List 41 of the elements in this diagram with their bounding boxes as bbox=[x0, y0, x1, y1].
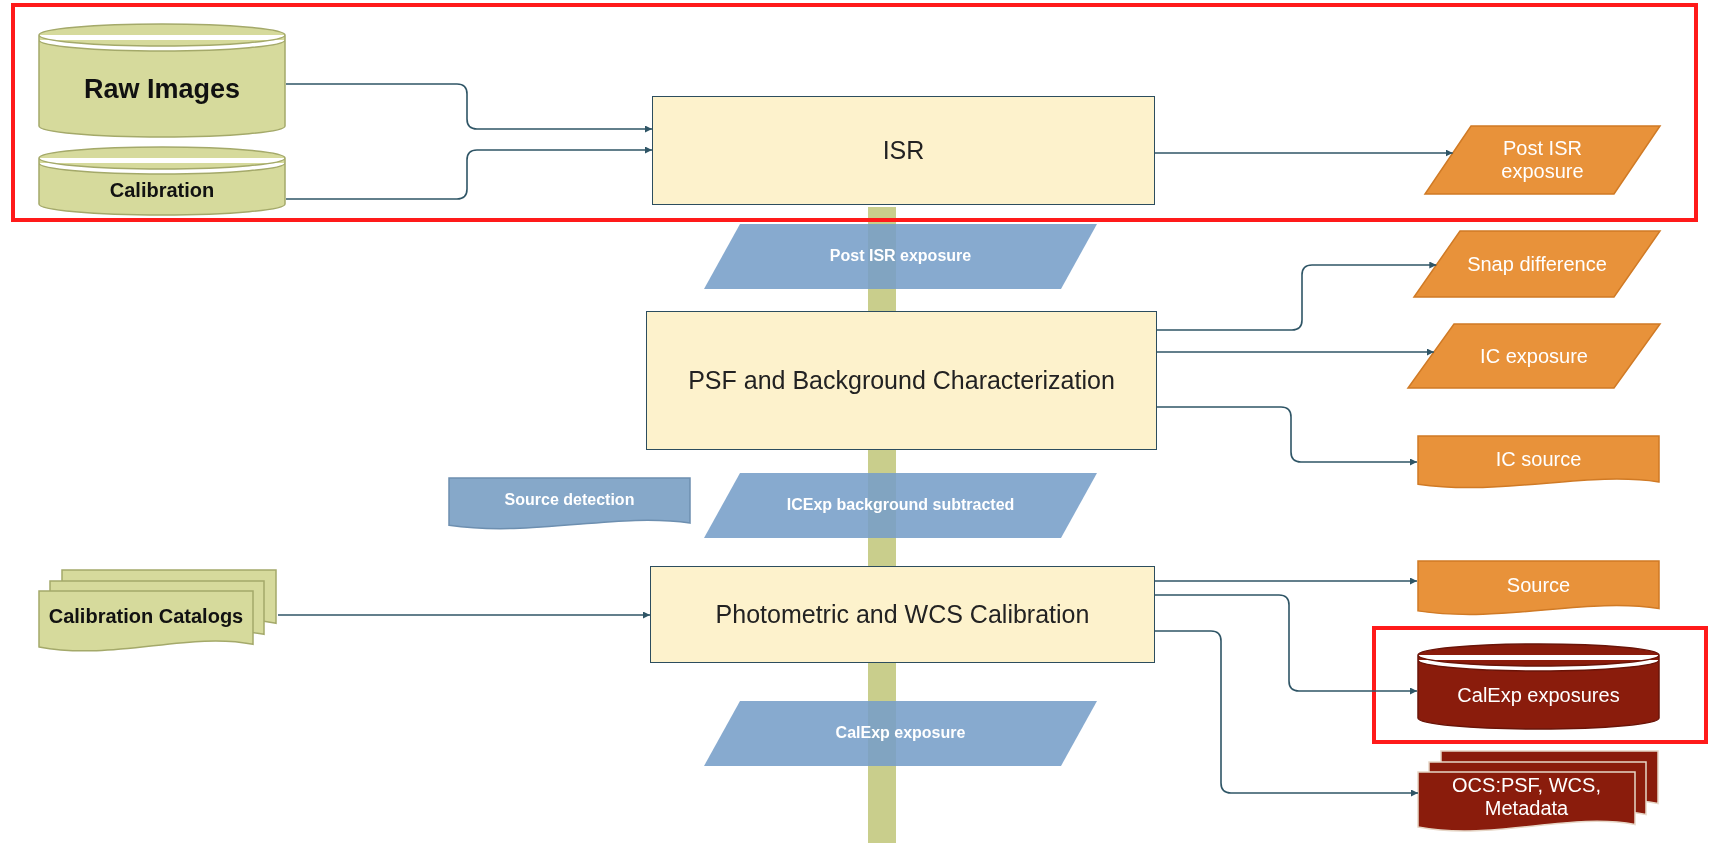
node-label: OCS:PSF, WCS, Metadata bbox=[1451, 774, 1602, 820]
process-box bbox=[646, 311, 1157, 450]
process-box bbox=[652, 96, 1155, 205]
arrow bbox=[1154, 577, 1418, 585]
node-label: CalExp exposures bbox=[1457, 684, 1620, 707]
data-parallelogram bbox=[1408, 324, 1660, 388]
data-parallelogram bbox=[1414, 231, 1660, 297]
data-parallelogram bbox=[704, 701, 1097, 766]
node-label: Post ISR exposure bbox=[829, 247, 972, 266]
arrow bbox=[1154, 149, 1454, 157]
node-label: ISR bbox=[882, 136, 925, 165]
node-label: CalExp exposure bbox=[835, 724, 966, 743]
node-label: Calibration bbox=[109, 178, 215, 202]
node-label: Post ISR exposure bbox=[1500, 137, 1585, 183]
node-label: PSF and Background Characterization bbox=[688, 366, 1115, 395]
arrow bbox=[1154, 630, 1419, 797]
highlight-frame bbox=[1372, 626, 1708, 744]
arrow bbox=[1156, 261, 1438, 331]
arrow bbox=[277, 611, 651, 619]
node-label: IC exposure bbox=[1480, 344, 1588, 368]
node-label: Source detection bbox=[504, 491, 635, 510]
arrow bbox=[285, 83, 653, 133]
arrow bbox=[1154, 594, 1418, 695]
node-label: Calibration Catalogs bbox=[48, 605, 244, 628]
arrow bbox=[1156, 348, 1435, 356]
node-label: Photometric and WCS Calibration bbox=[715, 600, 1090, 629]
data-parallelogram bbox=[1425, 126, 1660, 194]
node-label: Snap difference bbox=[1467, 252, 1607, 276]
node-label: Raw Images bbox=[83, 73, 241, 105]
highlight-frame bbox=[11, 3, 1698, 222]
arrow bbox=[285, 146, 653, 200]
data-parallelogram bbox=[704, 473, 1097, 538]
data-parallelogram bbox=[704, 224, 1097, 289]
node-label: ICExp background subtracted bbox=[786, 496, 1015, 515]
node-label: Source bbox=[1506, 573, 1571, 597]
process-box bbox=[650, 566, 1155, 663]
arrow bbox=[1156, 406, 1418, 466]
database-cylinder bbox=[38, 147, 286, 215]
node-label: IC source bbox=[1495, 447, 1582, 471]
database-cylinder bbox=[1417, 644, 1660, 729]
database-cylinder bbox=[38, 24, 286, 137]
